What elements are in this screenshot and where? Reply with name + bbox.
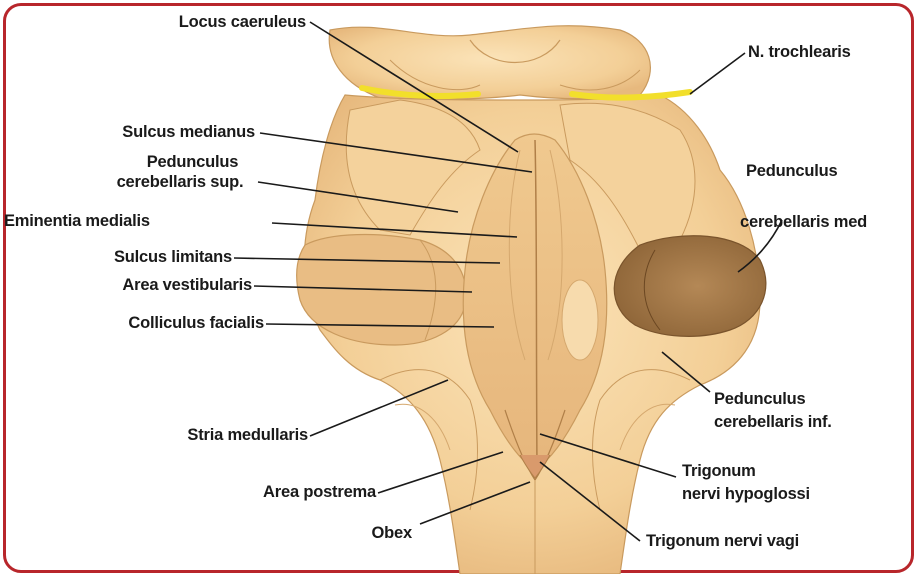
label-pedunculus-sup-1: Pedunculus <box>110 153 275 172</box>
label-trigonum-hypoglossi-1: Trigonum <box>682 462 882 481</box>
label-locus-caeruleus: Locus caeruleus <box>110 13 306 32</box>
label-eminentia-medialis: Eminentia medialis <box>4 212 274 231</box>
label-pedunculus-sup-2: cerebellaris sup. <box>85 173 275 192</box>
label-pedunculus-inf-1: Pedunculus <box>714 390 904 409</box>
label-n-trochlearis: N. trochlearis <box>748 43 908 62</box>
label-pedunculus-inf-2: cerebellaris inf. <box>714 413 904 432</box>
label-trigonum-hypoglossi-2: nervi hypoglossi <box>682 485 892 504</box>
label-sulcus-limitans: Sulcus limitans <box>20 248 232 267</box>
label-stria-medullaris: Stria medullaris <box>100 426 308 445</box>
right-peduncle-cut <box>614 236 766 337</box>
label-trigonum-vagi: Trigonum nervi vagi <box>646 532 901 551</box>
label-colliculus-facialis: Colliculus facialis <box>40 314 264 333</box>
label-area-vestibularis: Area vestibularis <box>20 276 252 295</box>
label-pedunculus-med-2: cerebellaris med <box>740 213 915 232</box>
label-obex: Obex <box>300 524 412 543</box>
label-sulcus-medianus: Sulcus medianus <box>40 123 255 142</box>
label-pedunculus-med-1: Pedunculus <box>746 162 915 181</box>
label-area-postrema: Area postrema <box>160 483 376 502</box>
